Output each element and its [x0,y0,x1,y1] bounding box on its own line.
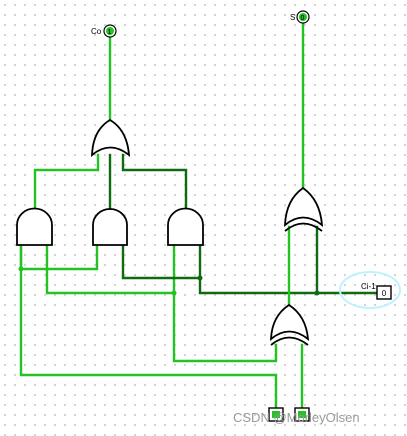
wire-input-a [19,243,278,411]
xor-gate-2[interactable] [270,303,310,346]
svg-text:0: 0 [382,289,387,298]
s-label: S [290,13,295,22]
or-gate[interactable] [91,118,131,157]
and-gate-1[interactable] [16,207,53,246]
svg-text:0: 0 [301,15,305,22]
co-label: Co [91,27,102,36]
and-gate-2[interactable] [92,208,128,246]
wire-ci-to-and2 [121,243,202,280]
ci-label: Ci-1 [361,282,376,291]
junction-dot [314,290,320,296]
ci-input-pin[interactable]: 0 [376,285,392,300]
wire-a-to-and1 [19,243,99,271]
input-pin-a[interactable] [268,407,284,422]
junction-dot [197,275,203,281]
s-output-pin[interactable]: 0 [296,10,310,24]
junction-dot [171,290,177,296]
wire-and1-to-or [33,153,100,211]
watermark-text: CSDN @MorleyOlsen [233,410,360,425]
junction-dot [18,266,24,272]
xor-gate-1[interactable] [284,186,324,232]
input-pin-b[interactable] [294,407,310,422]
wire-input-b [45,243,176,295]
svg-text:1: 1 [108,29,112,36]
selection-highlight [339,271,401,309]
and-gate-3[interactable] [167,207,204,246]
co-output-pin[interactable]: 1 [103,24,117,38]
wire-b-to-xor2 [172,291,278,363]
wire-and3-to-or [121,153,188,211]
